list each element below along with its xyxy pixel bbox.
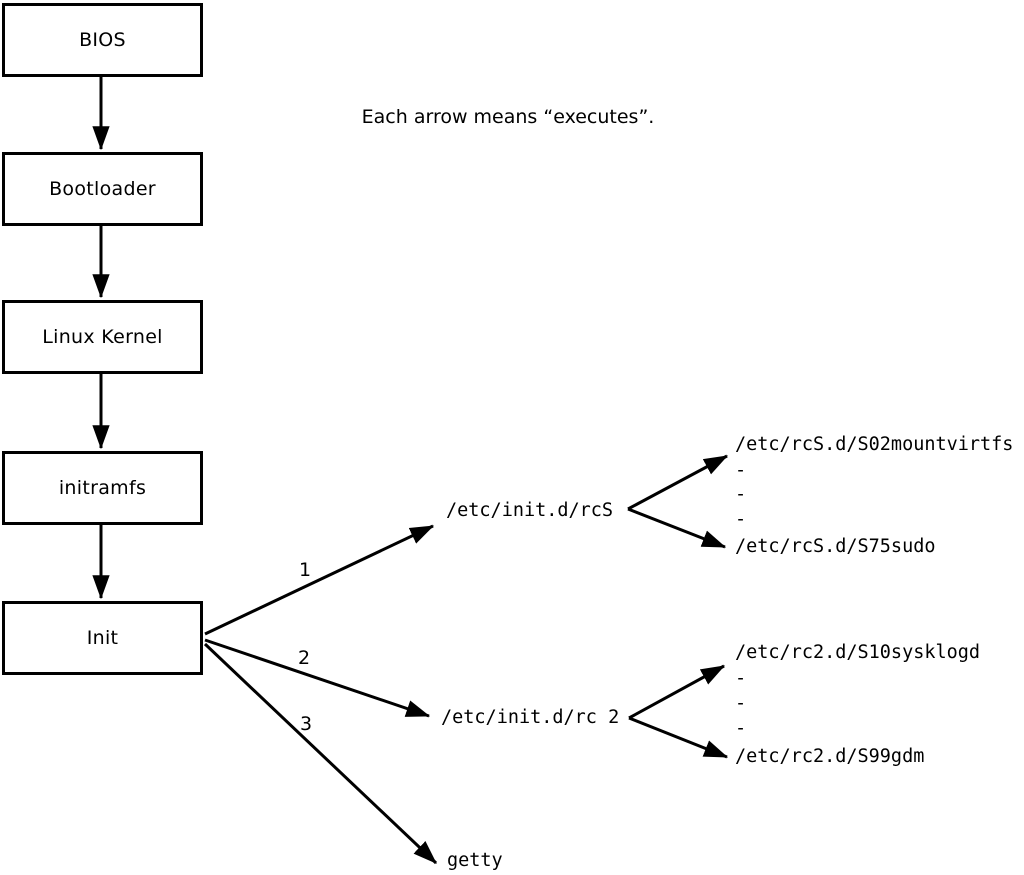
rc2-child-s10sysklogd: /etc/rc2.d/S10sysklogd — [735, 641, 981, 663]
arrow-rc2-to-s10sysklogd — [628, 664, 726, 720]
node-initramfs: initramfs — [2, 451, 203, 525]
rc2-child-ellipsis-1: - — [735, 667, 747, 689]
legend-note: Each arrow means “executes”. — [361, 106, 655, 128]
arrow-rcs-to-s02mountvirtfs — [627, 454, 729, 511]
rcs-child-ellipsis-1: - — [735, 459, 747, 481]
rcs-script-label: /etc/init.d/rcS — [446, 499, 614, 521]
rc2-child-ellipsis-2: - — [735, 692, 747, 714]
getty-label: getty — [447, 849, 503, 871]
node-init: Init — [2, 601, 203, 675]
arrow-init-to-rc2 — [204, 638, 431, 718]
rcs-child-s02mountvirtfs: /etc/rcS.d/S02mountvirtfs — [735, 433, 1014, 455]
node-linux-kernel: Linux Kernel — [2, 300, 203, 374]
arrow-rcs-to-s75sudo — [627, 507, 727, 549]
arrow-rc2-to-s99gdm — [628, 716, 729, 759]
rc2-child-s99gdm: /etc/rc2.d/S99gdm — [735, 745, 925, 767]
rcs-child-s75sudo: /etc/rcS.d/S75sudo — [735, 535, 936, 557]
node-bootloader: Bootloader — [2, 152, 203, 226]
rc2-script-label: /etc/init.d/rc 2 — [441, 706, 620, 728]
rcs-child-ellipsis-3: - — [735, 508, 747, 530]
arrow-init-to-rcs — [204, 524, 435, 636]
node-bios: BIOS — [2, 3, 203, 77]
rc2-child-ellipsis-3: - — [735, 717, 747, 739]
arrow-init-to-getty — [203, 642, 438, 865]
rcs-child-ellipsis-2: - — [735, 483, 747, 505]
branch-3-number: 3 — [299, 713, 313, 735]
branch-1-number: 1 — [298, 559, 312, 581]
branch-2-number: 2 — [297, 647, 311, 669]
